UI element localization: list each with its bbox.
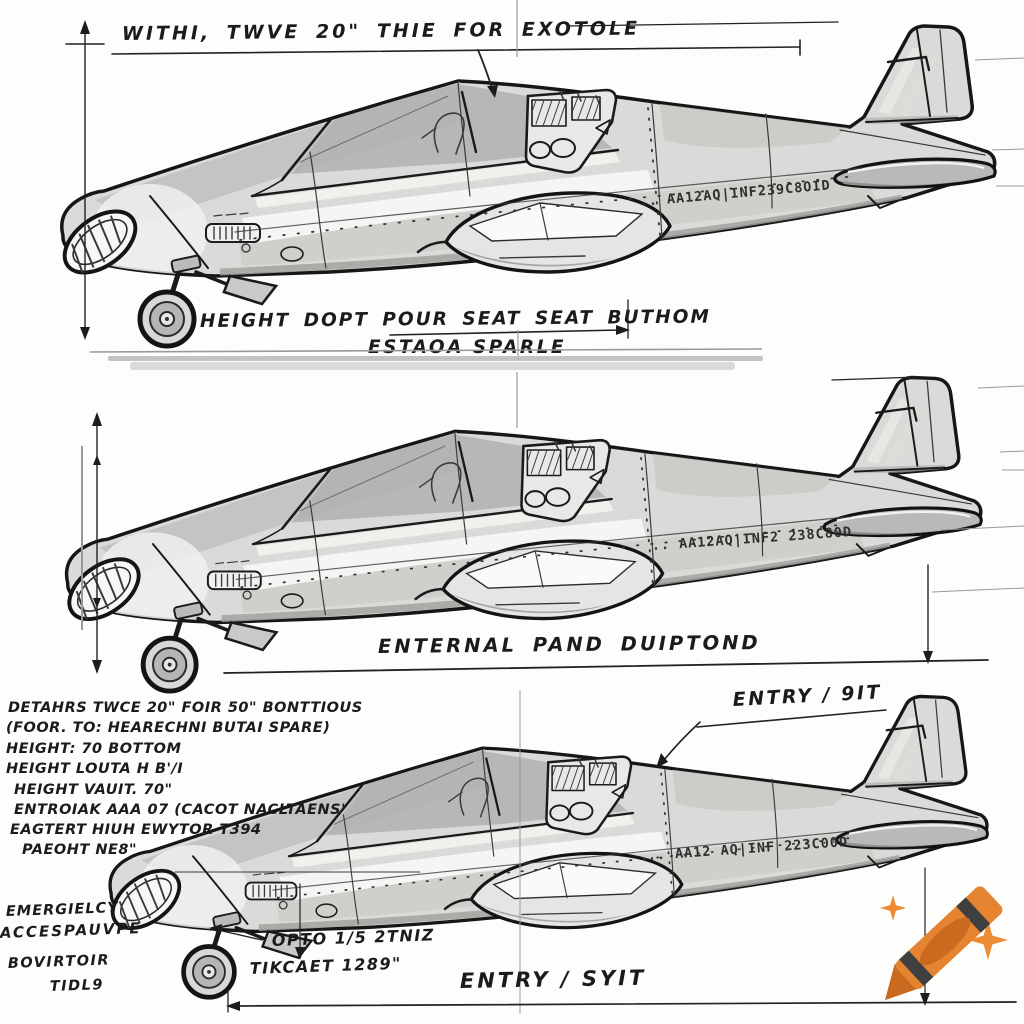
top-dimension-note: WITHI, TWVE 20" THIE FOR EXOTOLE <box>122 18 640 45</box>
note-line: PAEOHT NE8" <box>22 842 137 858</box>
external-pand-note: ENTERNAL PAND DUIPTOND <box>378 631 761 658</box>
crayon-icon <box>885 886 1003 1001</box>
entry-exit-top-label: ENTRY / 9IT <box>732 681 882 711</box>
plane-3 <box>102 696 987 997</box>
note-line: DETAHRS TWCE 20" FOIR 50" BONTTIOUS <box>8 700 363 716</box>
section-middle-view: .. AA12AQ|INF2 238C80D ENTERNAL PAND DUI… <box>58 372 1024 691</box>
note-line: HEIGHT VAUIT. 70" <box>14 782 173 798</box>
emergency-line: BOVIRTOIR <box>8 952 111 972</box>
shadow-note: ESTAOA SPARLE <box>368 337 566 358</box>
section-top-view: .. AA12AQ|INF239C8OID WITHI, TWVE 20" TH… <box>54 0 1024 370</box>
emergency-line: ACCESPAUVPE <box>0 919 142 942</box>
crayon-logo <box>880 886 1008 1001</box>
sparkle-icon <box>880 895 906 921</box>
note-line: EAGTERT HIUH EWYTOR T394 <box>10 822 262 838</box>
entry-exit-bottom-label: ENTRY / SYIT <box>460 966 647 993</box>
spec-notes-block: DETAHRS TWCE 20" FOIR 50" BONTTIOUS (FOO… <box>6 700 363 858</box>
section-bottom-view: .. AA12 AQ|INF 223C00D DETAHRS TWCE 20" … <box>0 681 1017 1014</box>
leader-arrow-canopy <box>477 49 493 89</box>
note-line: ENTROIAK AAA 07 (CACOT NACLTAENS' <box>14 802 346 818</box>
emergency-note-block: EMERGIELCY ACCESPAUVPE BOVIRTOIR TIDL9 <box>0 900 142 995</box>
height-note: HEIGHT DOPT POUR SEAT SEAT BUTHOM <box>200 307 711 332</box>
plane-1 <box>54 26 996 346</box>
opto-line: TIKCAET 1289" <box>249 954 402 978</box>
note-line: (FOOR. TO: HEARECHNI BUTAI SPARE) <box>6 720 330 736</box>
note-line: HEIGHT: 70 BOTTOM <box>6 741 181 757</box>
emergency-line: TIDL9 <box>50 977 105 995</box>
note-line: HEIGHT LOUTA H B'/I <box>6 761 183 777</box>
emergency-line: EMERGIELCY <box>6 900 120 920</box>
ground-shadow <box>89 348 763 370</box>
